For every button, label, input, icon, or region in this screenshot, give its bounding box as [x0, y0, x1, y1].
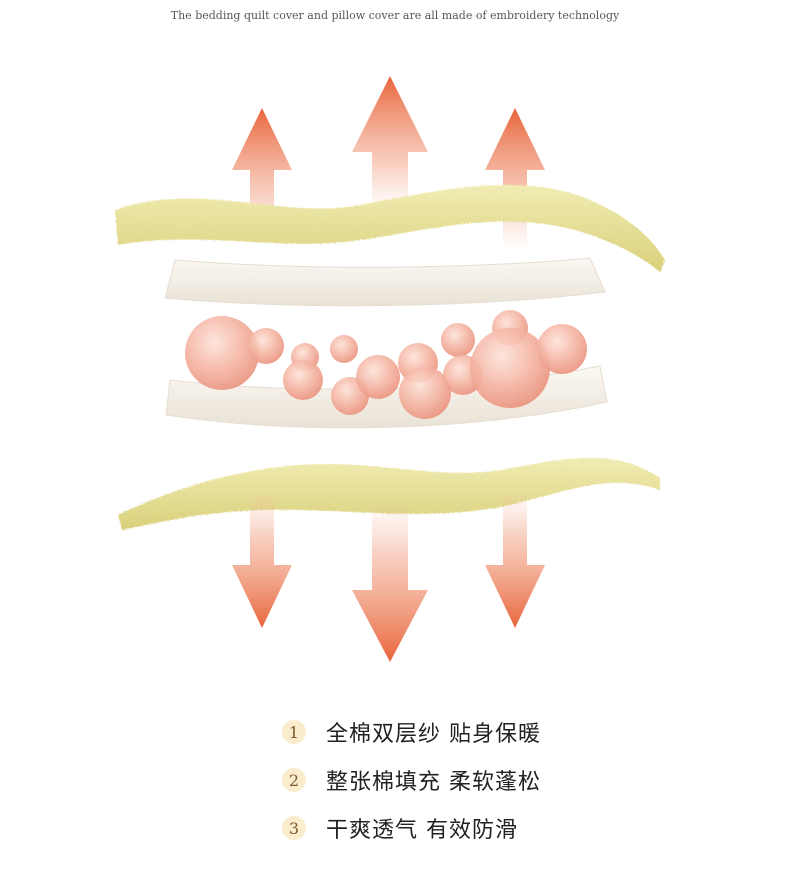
- bead-icon: [399, 367, 451, 419]
- down-arrow-icon: [232, 490, 292, 628]
- feature-item: 2 整张棉填充 柔软蓬松: [282, 756, 541, 804]
- up-arrows: [232, 76, 545, 250]
- bead-icon: [537, 324, 587, 374]
- feature-text: 全棉双层纱 贴身保暖: [326, 722, 541, 747]
- feature-text: 干爽透气 有效防滑: [326, 818, 518, 843]
- feature-item: 1 全棉双层纱 贴身保暖: [282, 708, 541, 756]
- feature-text: 整张棉填充 柔软蓬松: [326, 770, 541, 795]
- gauze-sheet-top: [164, 257, 606, 307]
- bead-icon: [248, 328, 284, 364]
- down-arrows: [232, 490, 545, 662]
- feature-number-badge: 2: [282, 768, 306, 792]
- feature-item: 3 干爽透气 有效防滑: [282, 804, 541, 852]
- feature-number-badge: 1: [282, 720, 306, 744]
- layers-diagram: [115, 76, 665, 662]
- bead-icon: [330, 335, 358, 363]
- down-arrow-icon: [352, 500, 428, 662]
- cotton-beads: [185, 310, 587, 419]
- layer-illustration: [0, 60, 790, 680]
- top-cotton-layer: [115, 184, 665, 272]
- feature-list: 1 全棉双层纱 贴身保暖 2 整张棉填充 柔软蓬松 3 干爽透气 有效防滑: [282, 708, 541, 852]
- bead-icon: [470, 328, 550, 408]
- bottom-cotton-layer: [118, 457, 660, 530]
- bead-icon: [185, 316, 259, 390]
- up-arrow-icon: [352, 76, 428, 210]
- up-arrow-icon: [232, 108, 292, 240]
- bead-icon: [356, 355, 400, 399]
- down-arrow-icon: [485, 490, 545, 628]
- caption-text: The bedding quilt cover and pillow cover…: [170, 9, 620, 22]
- bead-icon: [441, 323, 475, 357]
- up-arrow-icon: [485, 108, 545, 250]
- feature-number-badge: 3: [282, 816, 306, 840]
- bead-icon: [283, 360, 323, 400]
